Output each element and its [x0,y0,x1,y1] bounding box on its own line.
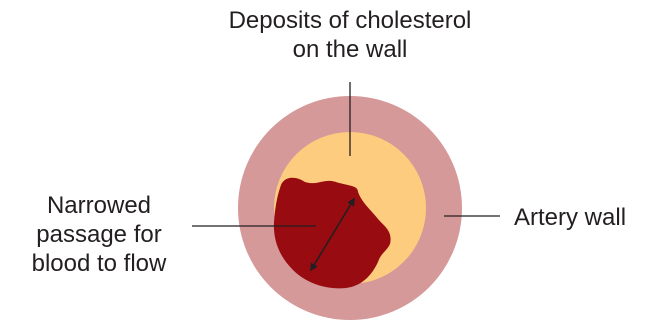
label-cholesterol-deposits: Deposits of cholesterol on the wall [200,6,500,64]
label-cholesterol-deposits-line-2: on the wall [200,35,500,64]
label-artery-wall: Artery wall [514,203,626,232]
label-artery-wall-text: Artery wall [514,203,626,232]
label-narrowed-passage-line-1: Narrowed [14,191,184,220]
label-cholesterol-deposits-line-1: Deposits of cholesterol [200,6,500,35]
label-narrowed-passage-line-2: passage for [14,220,184,249]
label-narrowed-passage: Narrowed passage for blood to flow [14,191,184,278]
label-narrowed-passage-line-3: blood to flow [14,249,184,278]
